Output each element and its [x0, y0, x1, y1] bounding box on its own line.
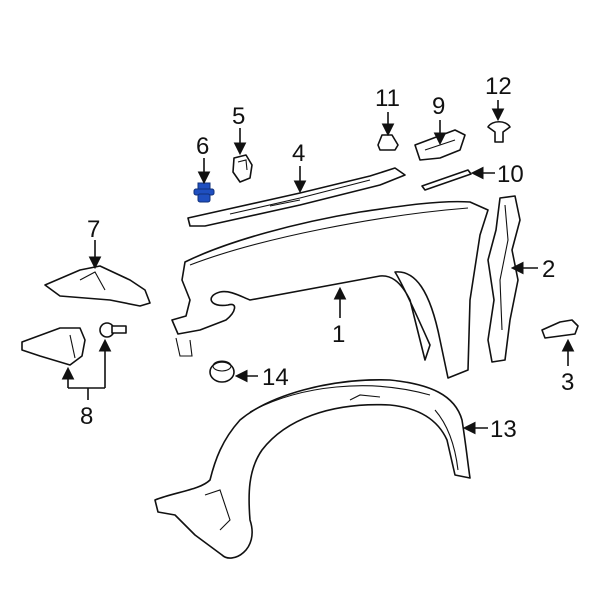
arrow-8-bracket [68, 387, 105, 400]
label-13: 13 [490, 416, 517, 443]
label-5: 5 [232, 103, 245, 130]
part-fender-front-bracket[interactable] [44, 265, 151, 307]
label-12: 12 [485, 73, 512, 100]
label-1: 1 [332, 321, 345, 348]
label-7: 7 [87, 216, 100, 243]
label-4: 4 [292, 140, 305, 167]
label-9: 9 [432, 93, 445, 120]
label-8: 8 [80, 403, 93, 430]
part-cushion[interactable] [232, 154, 253, 183]
callout-arrows [61, 100, 575, 435]
part-push-clip[interactable] [487, 120, 511, 143]
part-bolt[interactable] [99, 322, 127, 338]
part-bumper-stop[interactable] [209, 360, 235, 383]
label-14: 14 [262, 364, 289, 391]
part-splash-shield[interactable] [21, 327, 86, 366]
part-fender-side-bracket[interactable] [487, 195, 521, 363]
label-2: 2 [542, 256, 555, 283]
part-fender-upper-seal[interactable] [187, 167, 406, 227]
part-retainer[interactable] [377, 134, 399, 151]
part-fender[interactable] [171, 200, 489, 379]
part-clip[interactable] [541, 319, 579, 339]
label-10: 10 [497, 161, 524, 188]
callout-labels: 1 2 3 4 5 6 7 8 9 10 11 12 13 14 [80, 73, 574, 443]
part-fender-liner[interactable] [154, 379, 471, 559]
label-6: 6 [196, 133, 209, 160]
label-11: 11 [375, 85, 400, 112]
label-3: 3 [561, 369, 574, 396]
part-weatherstrip[interactable] [421, 169, 472, 191]
part-nut-highlighted[interactable] [193, 182, 215, 203]
